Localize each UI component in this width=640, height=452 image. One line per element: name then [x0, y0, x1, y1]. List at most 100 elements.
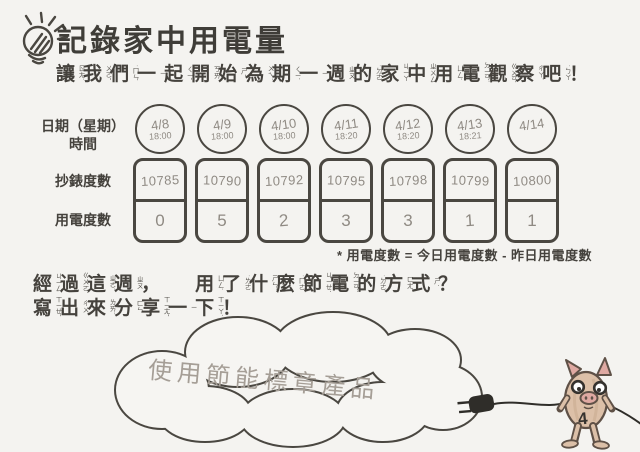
zhuyin: ㄕˋ — [432, 278, 440, 287]
zhuyin: ㄓㄡ — [347, 66, 355, 79]
row-label-date: 日期（星期） — [41, 118, 125, 134]
zhuyin: ㄧ — [158, 69, 166, 76]
time-handwritten: 18:21 — [458, 129, 482, 142]
ruby-char: 式ㄕˋ — [411, 269, 440, 296]
char: 節 — [303, 274, 323, 295]
meter-reading-value: 10800 — [512, 171, 552, 189]
char: 下 — [195, 298, 215, 319]
time-handwritten: 18:20 — [334, 129, 358, 142]
power-cord — [493, 401, 640, 425]
usage-value: 3 — [341, 211, 351, 230]
row-label-date-time: 日期（星期） 時間 — [30, 117, 136, 153]
ruby-char: 們˙ㄇㄣ — [110, 59, 138, 86]
zhuyin: ㄉㄧㄢˋ — [482, 62, 490, 83]
ruby-char: 麼˙ㄇㄜ — [276, 269, 305, 296]
ruby-char: ！ — [222, 293, 249, 320]
char: 麼 — [276, 274, 296, 295]
char: 了 — [222, 274, 242, 295]
zhuyin: ˙ㄇㄜ — [297, 274, 305, 291]
ruby-char: 享ㄒㄧㄤˇ — [141, 293, 169, 320]
ruby-char: 一ㄧ — [137, 59, 166, 86]
zhuyin: ˙ㄌㄜ — [243, 274, 251, 291]
zhuyin: ㄓㄜˋ — [108, 274, 116, 291]
usage-cell: 1 — [508, 202, 556, 240]
char: 吧 — [542, 64, 562, 85]
meter-cell: 10795 — [322, 161, 370, 202]
zhuyin: ㄕˇ — [239, 68, 247, 77]
ruby-char: 電ㄉㄧㄢˋ — [330, 269, 358, 296]
usage-value: 0 — [155, 211, 165, 230]
time-handwritten: 18:20 — [396, 129, 420, 142]
char: 為 — [245, 64, 265, 85]
char: 出 — [60, 298, 80, 319]
zhuyin: ˙ㄉㄜ — [378, 274, 386, 291]
ruby-char: 的˙ㄉㄜ — [353, 59, 382, 86]
char: ， — [141, 274, 161, 295]
ruby-char: 家ㄐㄧㄚ — [380, 59, 409, 86]
meter-reading-value: 10798 — [388, 171, 428, 189]
char: 起 — [164, 64, 184, 85]
meter-reading-value: 10790 — [202, 171, 242, 189]
zhuyin: ㄐㄧㄚ — [401, 63, 409, 82]
ruby-char: 經ㄐㄧㄥ — [33, 269, 61, 296]
date-handwritten: 4/14 — [518, 114, 546, 134]
meter-reading-value: 10785 — [140, 171, 180, 189]
time-handwritten: 18:00 — [148, 129, 172, 142]
ruby-char: 我ㄨㄛˇ — [83, 59, 112, 86]
usage-cell: 5 — [198, 202, 246, 240]
usage-value: 3 — [403, 211, 413, 230]
char: 一 — [137, 64, 157, 85]
ruby-char: 吧˙ㄅㄚ — [542, 59, 571, 86]
zhuyin: ㄑㄧˊ — [293, 65, 301, 80]
char: 電 — [461, 64, 481, 85]
char: 用 — [434, 64, 454, 85]
meter-cell: 10800 — [508, 161, 556, 202]
meter-reading-value: 10795 — [326, 171, 366, 189]
ruby-char: 用ㄩㄥˋ — [434, 59, 463, 86]
char: 這 — [87, 274, 107, 295]
char: 們 — [110, 64, 130, 85]
zhuyin: ㄨㄟˊ — [266, 64, 274, 81]
char: ！ — [569, 64, 589, 85]
zhuyin: ㄈㄣ — [135, 300, 143, 313]
ruby-char: ！ — [569, 59, 596, 86]
zhuyin: ㄐㄧㄝˊ — [324, 272, 332, 293]
ruby-char: 中ㄓㄨㄥ — [407, 59, 436, 86]
ruby-char — [168, 269, 195, 296]
zhuyin: ˙ㄉㄜ — [374, 64, 382, 81]
page-title: 記錄家中用電量 — [57, 25, 288, 58]
ruby-char: 週ㄓㄡ — [326, 59, 355, 86]
char: 電 — [330, 274, 350, 295]
date-handwritten: 4/9 — [211, 115, 232, 133]
time-handwritten: 18:00 — [272, 129, 296, 142]
zhuyin: ㄩㄥˋ — [455, 64, 463, 81]
reading-cells: 10798 3 — [381, 158, 435, 243]
char: 一 — [299, 64, 319, 85]
zhuyin: ㄩㄥˋ — [216, 274, 224, 291]
zhuyin: ㄑㄧˇ — [185, 65, 193, 80]
zhuyin: ˙ㄅㄚ — [563, 64, 571, 81]
char: 式 — [411, 274, 431, 295]
zhuyin: ㄓㄨㄥ — [428, 62, 436, 83]
zhuyin: ㄨㄛˇ — [104, 64, 112, 81]
char: 週 — [114, 274, 134, 295]
zhuyin: ㄍㄨㄢ — [509, 62, 517, 83]
row-label-meter: 抄錶度數 — [55, 173, 111, 189]
ruby-char: 這ㄓㄜˋ — [87, 269, 116, 296]
char: 家 — [380, 64, 400, 85]
char: 一 — [168, 298, 188, 319]
ruby-char: 了˙ㄌㄜ — [222, 269, 251, 296]
ruby-char: 來ㄌㄞˊ — [87, 293, 115, 320]
zhuyin: ㄔㄚˊ — [536, 64, 544, 81]
